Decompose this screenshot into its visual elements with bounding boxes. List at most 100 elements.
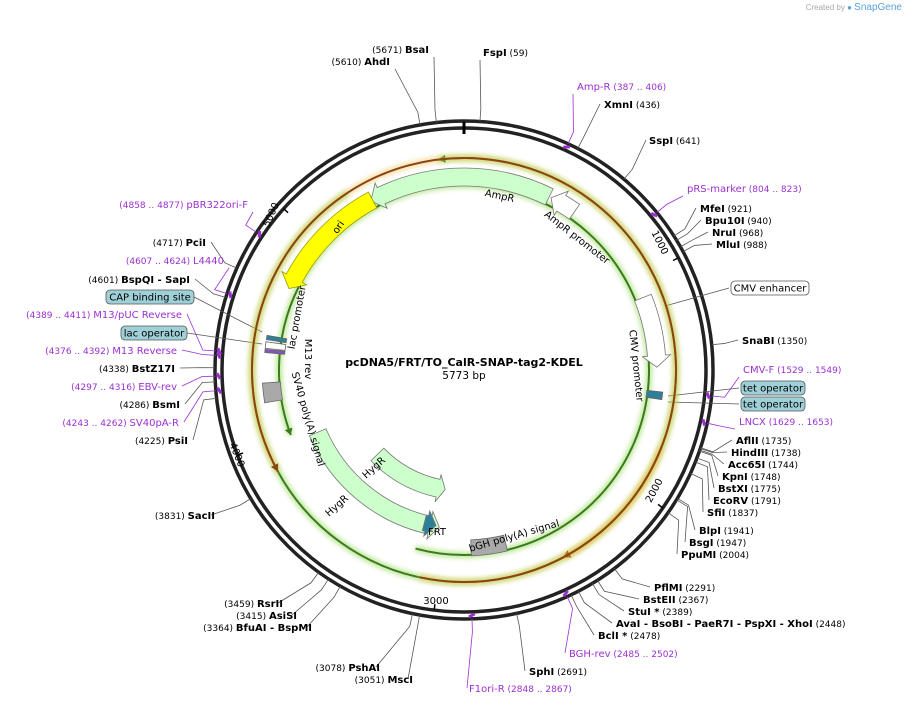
feature-arrow-frt[interactable]	[421, 509, 437, 538]
site-name: KpnI	[722, 472, 748, 483]
leader-line	[210, 241, 237, 269]
leader-line	[578, 590, 613, 624]
primer-label-amp-r[interactable]: Amp-R (387 .. 406)	[577, 82, 666, 93]
site-label-bfuai-bspmi[interactable]: (3364) BfuAI - BspMI	[203, 623, 312, 634]
orf-head-f1-region-orf	[270, 463, 279, 472]
site-position: (2389)	[660, 608, 693, 618]
leader-line	[186, 313, 216, 352]
site-label-sacii[interactable]: (3831) SacII	[155, 511, 215, 522]
site-label-stui[interactable]: StuI * (2389)	[628, 607, 692, 618]
site-label-avai-bsobi-paer7i-pspxi-xhoi[interactable]: AvaI - BsoBI - PaeR7I - PspXI - XhoI (24…	[616, 619, 846, 630]
site-label-acc65i[interactable]: Acc65I (1744)	[728, 460, 798, 471]
primer-range: (804 .. 823)	[746, 185, 802, 195]
site-position: (4286)	[119, 401, 152, 411]
site-label-mfei[interactable]: MfeI (921)	[700, 204, 752, 215]
feature-box-cap-binding-site[interactable]: CAP binding site	[105, 289, 195, 305]
site-label-sfii[interactable]: SfiI (1837)	[707, 508, 758, 519]
primer-label-lncx[interactable]: LNCX (1629 .. 1653)	[739, 417, 833, 428]
site-label-bsmi[interactable]: (4286) BsmI	[119, 400, 180, 411]
primer-label-ebv-rev[interactable]: (4297 .. 4316) EBV-rev	[71, 382, 177, 393]
site-label-sphi[interactable]: SphI (2691)	[529, 667, 587, 678]
primer-label-pbr322ori-f[interactable]: (4858 .. 4877) pBR322ori-F	[119, 200, 248, 211]
feature-arrow-ori[interactable]	[281, 191, 378, 290]
site-label-rsrii[interactable]: (3459) RsrII	[224, 599, 283, 610]
primer-name: pBR322ori-F	[186, 200, 248, 211]
primer-mark	[562, 589, 569, 597]
feature-block-lac-operator[interactable]	[265, 334, 288, 344]
feature-arrow-hygr-outer[interactable]	[308, 428, 440, 541]
site-label-blpi[interactable]: BlpI (1941)	[699, 526, 754, 537]
site-name: HindIII	[731, 448, 768, 459]
feature-arrow-hygr-inner[interactable]	[370, 447, 446, 503]
site-name: AsiSI	[269, 611, 297, 622]
site-label-bspqi-sapi[interactable]: (4601) BspQI - SapI	[88, 275, 190, 286]
feature-block-sv40-polya[interactable]	[262, 381, 283, 404]
site-label-ahdi[interactable]: (5610) AhdI	[331, 57, 390, 68]
site-label-pshai[interactable]: (3078) PshAI	[316, 663, 380, 674]
site-label-bsteii[interactable]: BstEII (2367)	[643, 595, 708, 606]
primer-range: (387 .. 406)	[611, 83, 667, 93]
site-label-pcii[interactable]: (4717) PciI	[153, 238, 206, 249]
feature-arrow-ampr-promoter[interactable]	[550, 190, 581, 220]
feature-box-tet-operator[interactable]: tet operator	[740, 380, 806, 396]
feature-box-text: CAP binding site	[109, 293, 191, 304]
site-label-fspi[interactable]: FspI (59)	[483, 48, 528, 59]
feature-block-bgh-polya[interactable]	[470, 534, 508, 557]
site-name: BclI *	[598, 631, 628, 642]
site-label-hindiii[interactable]: HindIII (1738)	[731, 448, 801, 459]
site-label-msci[interactable]: (3051) MscI	[355, 675, 413, 686]
leader-line	[433, 56, 437, 123]
feature-block-lac-promoter[interactable]	[264, 341, 287, 351]
site-label-bpu10i[interactable]: Bpu10I (940)	[705, 216, 772, 227]
leader-line	[614, 568, 651, 588]
feature-box-cmv-enhancer[interactable]: CMV enhancer	[730, 280, 810, 296]
site-label-mlui[interactable]: MluI (988)	[716, 240, 767, 251]
primer-label-cmv-f[interactable]: CMV-F (1529 .. 1549)	[743, 365, 841, 376]
site-label-xmni[interactable]: XmnI (436)	[604, 100, 660, 111]
site-name: MluI	[716, 240, 740, 251]
feature-label-sv40-poly-a-signal: SV40 poly(A) signal	[289, 371, 326, 468]
feature-block-m13-rev[interactable]	[264, 348, 286, 355]
site-label-pflmi[interactable]: PflMI (2291)	[654, 583, 715, 594]
leader-line	[210, 498, 251, 516]
site-label-kpni[interactable]: KpnI (1748)	[722, 472, 781, 483]
site-label-aflii[interactable]: AflII (1735)	[736, 436, 791, 447]
tick-mark	[672, 257, 679, 262]
site-label-ecorv[interactable]: EcoRV (1791)	[713, 496, 781, 507]
site-label-psii[interactable]: (4225) PsiI	[135, 436, 188, 447]
site-label-nrui[interactable]: NruI (968)	[712, 228, 763, 239]
leader-line	[707, 422, 736, 430]
leader-line	[690, 473, 704, 513]
site-label-bstxi[interactable]: BstXI (1775)	[718, 484, 781, 495]
feature-box-bg	[730, 280, 810, 296]
site-name: PpuMI	[681, 550, 716, 561]
feature-block-tet-operator[interactable]	[645, 389, 664, 401]
primer-label-prs-marker[interactable]: pRS-marker (804 .. 823)	[687, 184, 802, 195]
site-label-ppumi[interactable]: PpuMI (2004)	[681, 550, 749, 561]
feature-box-tet-operator[interactable]: tet operator	[740, 396, 806, 412]
leader-line	[564, 596, 573, 654]
primer-label-f1ori-r[interactable]: F1ori-R (2848 .. 2867)	[469, 684, 572, 695]
site-label-snabi[interactable]: SnaBI (1350)	[742, 336, 807, 347]
site-label-sspi[interactable]: SspI (641)	[649, 136, 700, 147]
site-label-bcli[interactable]: BclI * (2478)	[598, 631, 660, 642]
feature-box-lac-operator[interactable]: lac operator	[120, 325, 188, 341]
primer-label-m13-reverse[interactable]: (4376 .. 4392) M13 Reverse	[45, 346, 177, 357]
feature-arrow-cmv-promoter[interactable]	[634, 293, 672, 368]
site-position: (2004)	[716, 551, 749, 561]
primer-label-bgh-rev[interactable]: BGH-rev (2485 .. 2502)	[569, 649, 678, 660]
primer-name: EBV-rev	[138, 382, 177, 393]
primer-label-l4440[interactable]: (4607 .. 4624) L4440	[126, 256, 224, 267]
primer-label-sv40pa-r[interactable]: (4243 .. 4262) SV40pA-R	[62, 418, 179, 429]
site-label-bsai[interactable]: (5671) BsaI	[372, 45, 429, 56]
site-label-asisi[interactable]: (3415) AsiSI	[236, 611, 297, 622]
site-name: Acc65I	[728, 460, 765, 471]
site-position: (968)	[736, 229, 763, 239]
orf-line-f1-region-orf[interactable]	[251, 157, 677, 583]
primer-label-m13-puc-reverse[interactable]: (4389 .. 4411) M13/pUC Reverse	[26, 310, 182, 321]
site-label-bsgi[interactable]: BsgI (1947)	[689, 538, 746, 549]
leader-line	[394, 68, 421, 125]
site-label-bstz17i[interactable]: (4338) BstZ17I	[99, 364, 175, 375]
site-position: (2478)	[627, 632, 660, 642]
site-name: SphI	[529, 667, 554, 678]
